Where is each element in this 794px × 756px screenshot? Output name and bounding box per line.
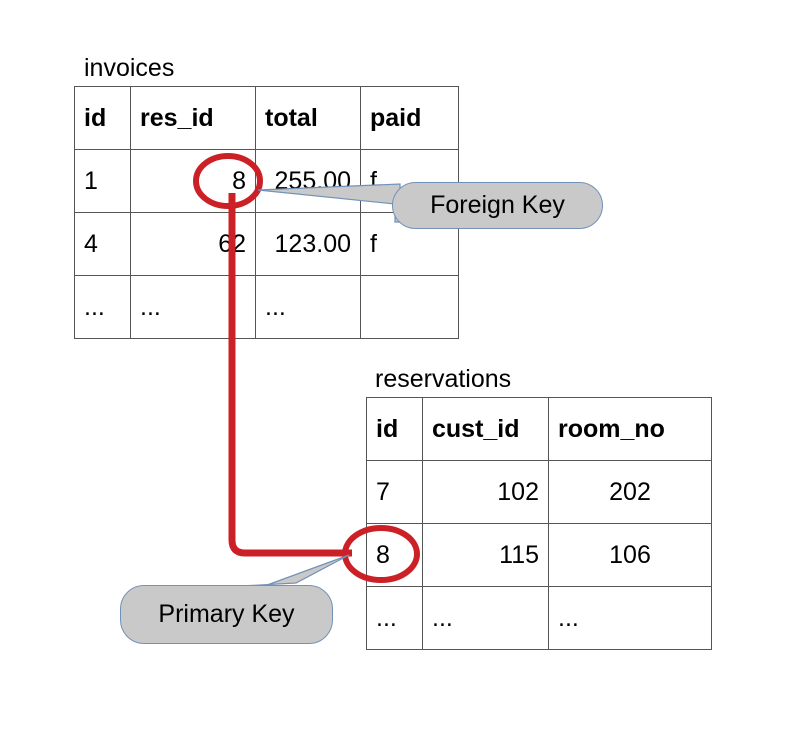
column-header-cust-id: cust_id — [422, 397, 549, 461]
column-header-paid: paid — [360, 86, 459, 150]
invoices-table-title: invoices — [84, 54, 175, 82]
column-header-id: id — [74, 86, 131, 150]
cell-reservations-cust-id: 102 — [422, 460, 549, 524]
cell-invoices-res-id: 62 — [130, 212, 256, 276]
primary-key-callout-box: Primary Key — [120, 585, 333, 644]
cell-invoices-id: 4 — [74, 212, 131, 276]
column-header-id: id — [366, 397, 423, 461]
foreign-key-callout-label: Foreign Key — [430, 191, 565, 219]
cell-invoices-id: 1 — [74, 149, 131, 213]
column-header-total: total — [255, 86, 361, 150]
table-row: ... ... ... — [366, 586, 712, 650]
cell-invoices-res-id: ... — [130, 275, 256, 339]
reservations-table: id cust_id room_no 7 102 202 8 115 106 .… — [366, 397, 712, 650]
column-header-res-id: res_id — [130, 86, 256, 150]
reservations-table-title: reservations — [375, 365, 512, 393]
foreign-key-callout-box: Foreign Key — [392, 182, 603, 229]
cell-reservations-id: ... — [366, 586, 423, 650]
cell-reservations-room-no: 202 — [548, 460, 712, 524]
cell-reservations-id: 7 — [366, 460, 423, 524]
cell-reservations-cust-id: 115 — [422, 523, 549, 587]
foreign-key-callout-tail — [257, 183, 401, 223]
table-row: 7 102 202 — [366, 460, 712, 524]
cell-reservations-room-no: 106 — [548, 523, 712, 587]
cell-reservations-cust-id: ... — [422, 586, 549, 650]
table-header-row: id cust_id room_no — [366, 397, 712, 461]
table-row: 8 115 106 — [366, 523, 712, 587]
table-row: ... ... ... — [74, 275, 459, 339]
cell-invoices-total: ... — [255, 275, 361, 339]
primary-key-callout-label: Primary Key — [158, 600, 295, 628]
cell-invoices-id: ... — [74, 275, 131, 339]
cell-invoices-paid — [360, 275, 459, 339]
cell-reservations-room-no: ... — [548, 586, 712, 650]
table-header-row: id res_id total paid — [74, 86, 459, 150]
cell-reservations-id: 8 — [366, 523, 423, 587]
cell-invoices-res-id: 8 — [130, 149, 256, 213]
column-header-room-no: room_no — [548, 397, 712, 461]
